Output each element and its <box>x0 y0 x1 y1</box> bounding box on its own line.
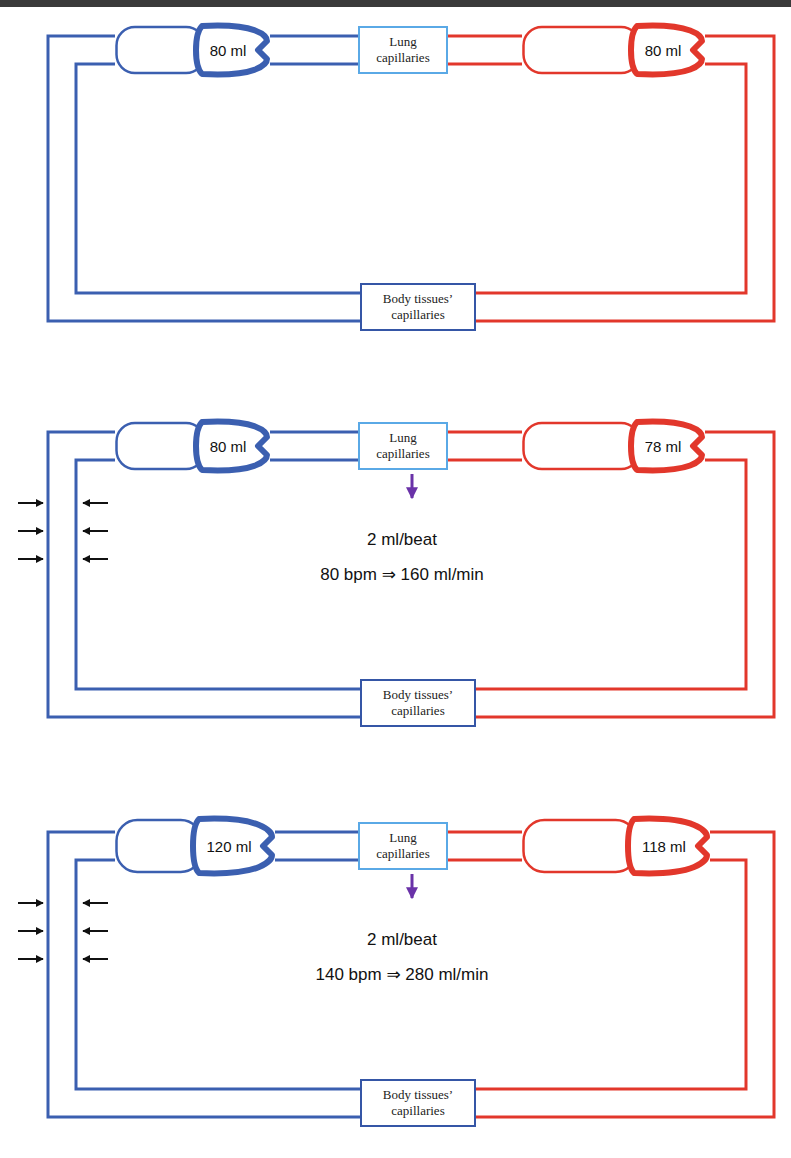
vessel-connector <box>448 50 522 51</box>
vessel-lumen <box>62 50 360 307</box>
vessel-connector <box>270 50 358 51</box>
vessel-wall <box>448 35 522 66</box>
pressure-arrow <box>18 958 43 960</box>
vessel-connector <box>448 446 522 447</box>
ventricle-chamber: 80 ml <box>115 22 270 78</box>
vessel-wall <box>62 846 360 1103</box>
capillary-box: Lung capillaries <box>358 822 448 869</box>
vessel-lumen <box>275 834 358 859</box>
atrium-outline <box>117 820 202 872</box>
top-bar <box>0 0 791 7</box>
vessel-connector <box>476 446 760 703</box>
vessel-connector <box>62 50 360 307</box>
ventricle-outline <box>631 422 702 471</box>
box-label: Body tissues’ capillaries <box>368 687 468 718</box>
vessel-lumen <box>476 846 760 1103</box>
pressure-arrow <box>83 530 108 532</box>
atrium-outline <box>524 820 637 872</box>
label-slot: 80 bpm ⇒ 160 ml/min <box>320 564 484 585</box>
capillary-box: Body tissues’ capillaries <box>360 679 476 726</box>
ventricle-outline <box>196 26 267 75</box>
vessel-connector <box>62 846 360 1103</box>
ventricle-outline <box>628 819 707 874</box>
pressure-arrow <box>83 958 108 960</box>
vessel-connector <box>270 446 358 447</box>
box-label: Lung capillaries <box>366 34 440 65</box>
capillary-box: Body tissues’ capillaries <box>360 283 476 330</box>
volume-label: 80 ml <box>198 42 258 59</box>
box-label: Lung capillaries <box>366 830 440 861</box>
vessel-connector <box>476 50 760 307</box>
ventricle-outline <box>631 26 702 75</box>
pressure-arrow <box>18 502 43 504</box>
flow-annotation: 140 bpm ⇒ 280 ml/min <box>316 964 489 985</box>
pressure-arrow <box>18 930 43 932</box>
vessel-wall <box>476 446 760 703</box>
volume-label: 80 ml <box>198 438 258 455</box>
vessel-connector <box>476 846 760 1103</box>
ventricle-chamber: 118 ml <box>522 815 710 877</box>
vessel-lumen <box>62 846 360 1103</box>
label-slot: 2 ml/beat <box>367 930 437 950</box>
vessel-lumen <box>476 50 760 307</box>
vessel-lumen <box>448 834 522 859</box>
vessel-wall <box>448 431 522 462</box>
capillary-box: Lung capillaries <box>358 26 448 73</box>
ventricle-outline <box>193 819 272 874</box>
vessel-lumen <box>270 38 358 63</box>
leak-arrow <box>411 874 414 898</box>
pressure-arrow <box>83 902 108 904</box>
atrium-outline <box>117 27 205 73</box>
label-slot: 2 ml/beat <box>367 530 437 550</box>
vessel-lumen <box>62 446 360 703</box>
leak-arrow <box>411 474 414 498</box>
box-label: Lung capillaries <box>366 430 440 461</box>
flow-annotation: 2 ml/beat <box>367 530 437 550</box>
vessel-wall <box>270 35 358 66</box>
flow-annotation: 2 ml/beat <box>367 930 437 950</box>
vessel-wall <box>448 831 522 862</box>
vessel-wall <box>476 846 760 1103</box>
volume-label: 118 ml <box>630 838 698 855</box>
pressure-arrow <box>18 558 43 560</box>
vessel-connector <box>62 446 360 703</box>
vessel-lumen <box>270 434 358 459</box>
vessel-connector <box>275 846 358 847</box>
capillary-box: Body tissues’ capillaries <box>360 1079 476 1126</box>
pressure-arrow <box>83 558 108 560</box>
heart-shape <box>115 418 270 474</box>
pressure-arrow <box>83 502 108 504</box>
volume-label: 120 ml <box>195 838 263 855</box>
ventricle-outline <box>196 422 267 471</box>
ventricle-chamber: 80 ml <box>522 22 705 78</box>
capillary-box: Lung capillaries <box>358 422 448 469</box>
vessel-wall <box>275 831 358 862</box>
atrium-outline <box>524 27 640 73</box>
ventricle-chamber: 120 ml <box>115 815 275 877</box>
label-slot: 140 bpm ⇒ 280 ml/min <box>316 964 489 985</box>
box-label: Body tissues’ capillaries <box>368 291 468 322</box>
vessel-wall <box>62 446 360 703</box>
atrium-outline <box>524 423 640 469</box>
pressure-arrow <box>83 930 108 932</box>
vessel-connector <box>448 846 522 847</box>
vessel-lumen <box>448 38 522 63</box>
box-label: Body tissues’ capillaries <box>368 1087 468 1118</box>
vessel-wall <box>270 431 358 462</box>
volume-label: 80 ml <box>633 42 693 59</box>
vessel-wall <box>476 50 760 307</box>
volume-label: 78 ml <box>633 438 693 455</box>
ventricle-chamber: 80 ml <box>115 418 270 474</box>
vessel-lumen <box>476 446 760 703</box>
atrium-outline <box>117 423 205 469</box>
pressure-arrow <box>18 902 43 904</box>
vessel-wall <box>62 50 360 307</box>
flow-annotation: 80 bpm ⇒ 160 ml/min <box>320 564 484 585</box>
ventricle-chamber: 78 ml <box>522 418 705 474</box>
heart-shape <box>115 22 270 78</box>
pressure-arrow <box>18 530 43 532</box>
vessel-lumen <box>448 434 522 459</box>
